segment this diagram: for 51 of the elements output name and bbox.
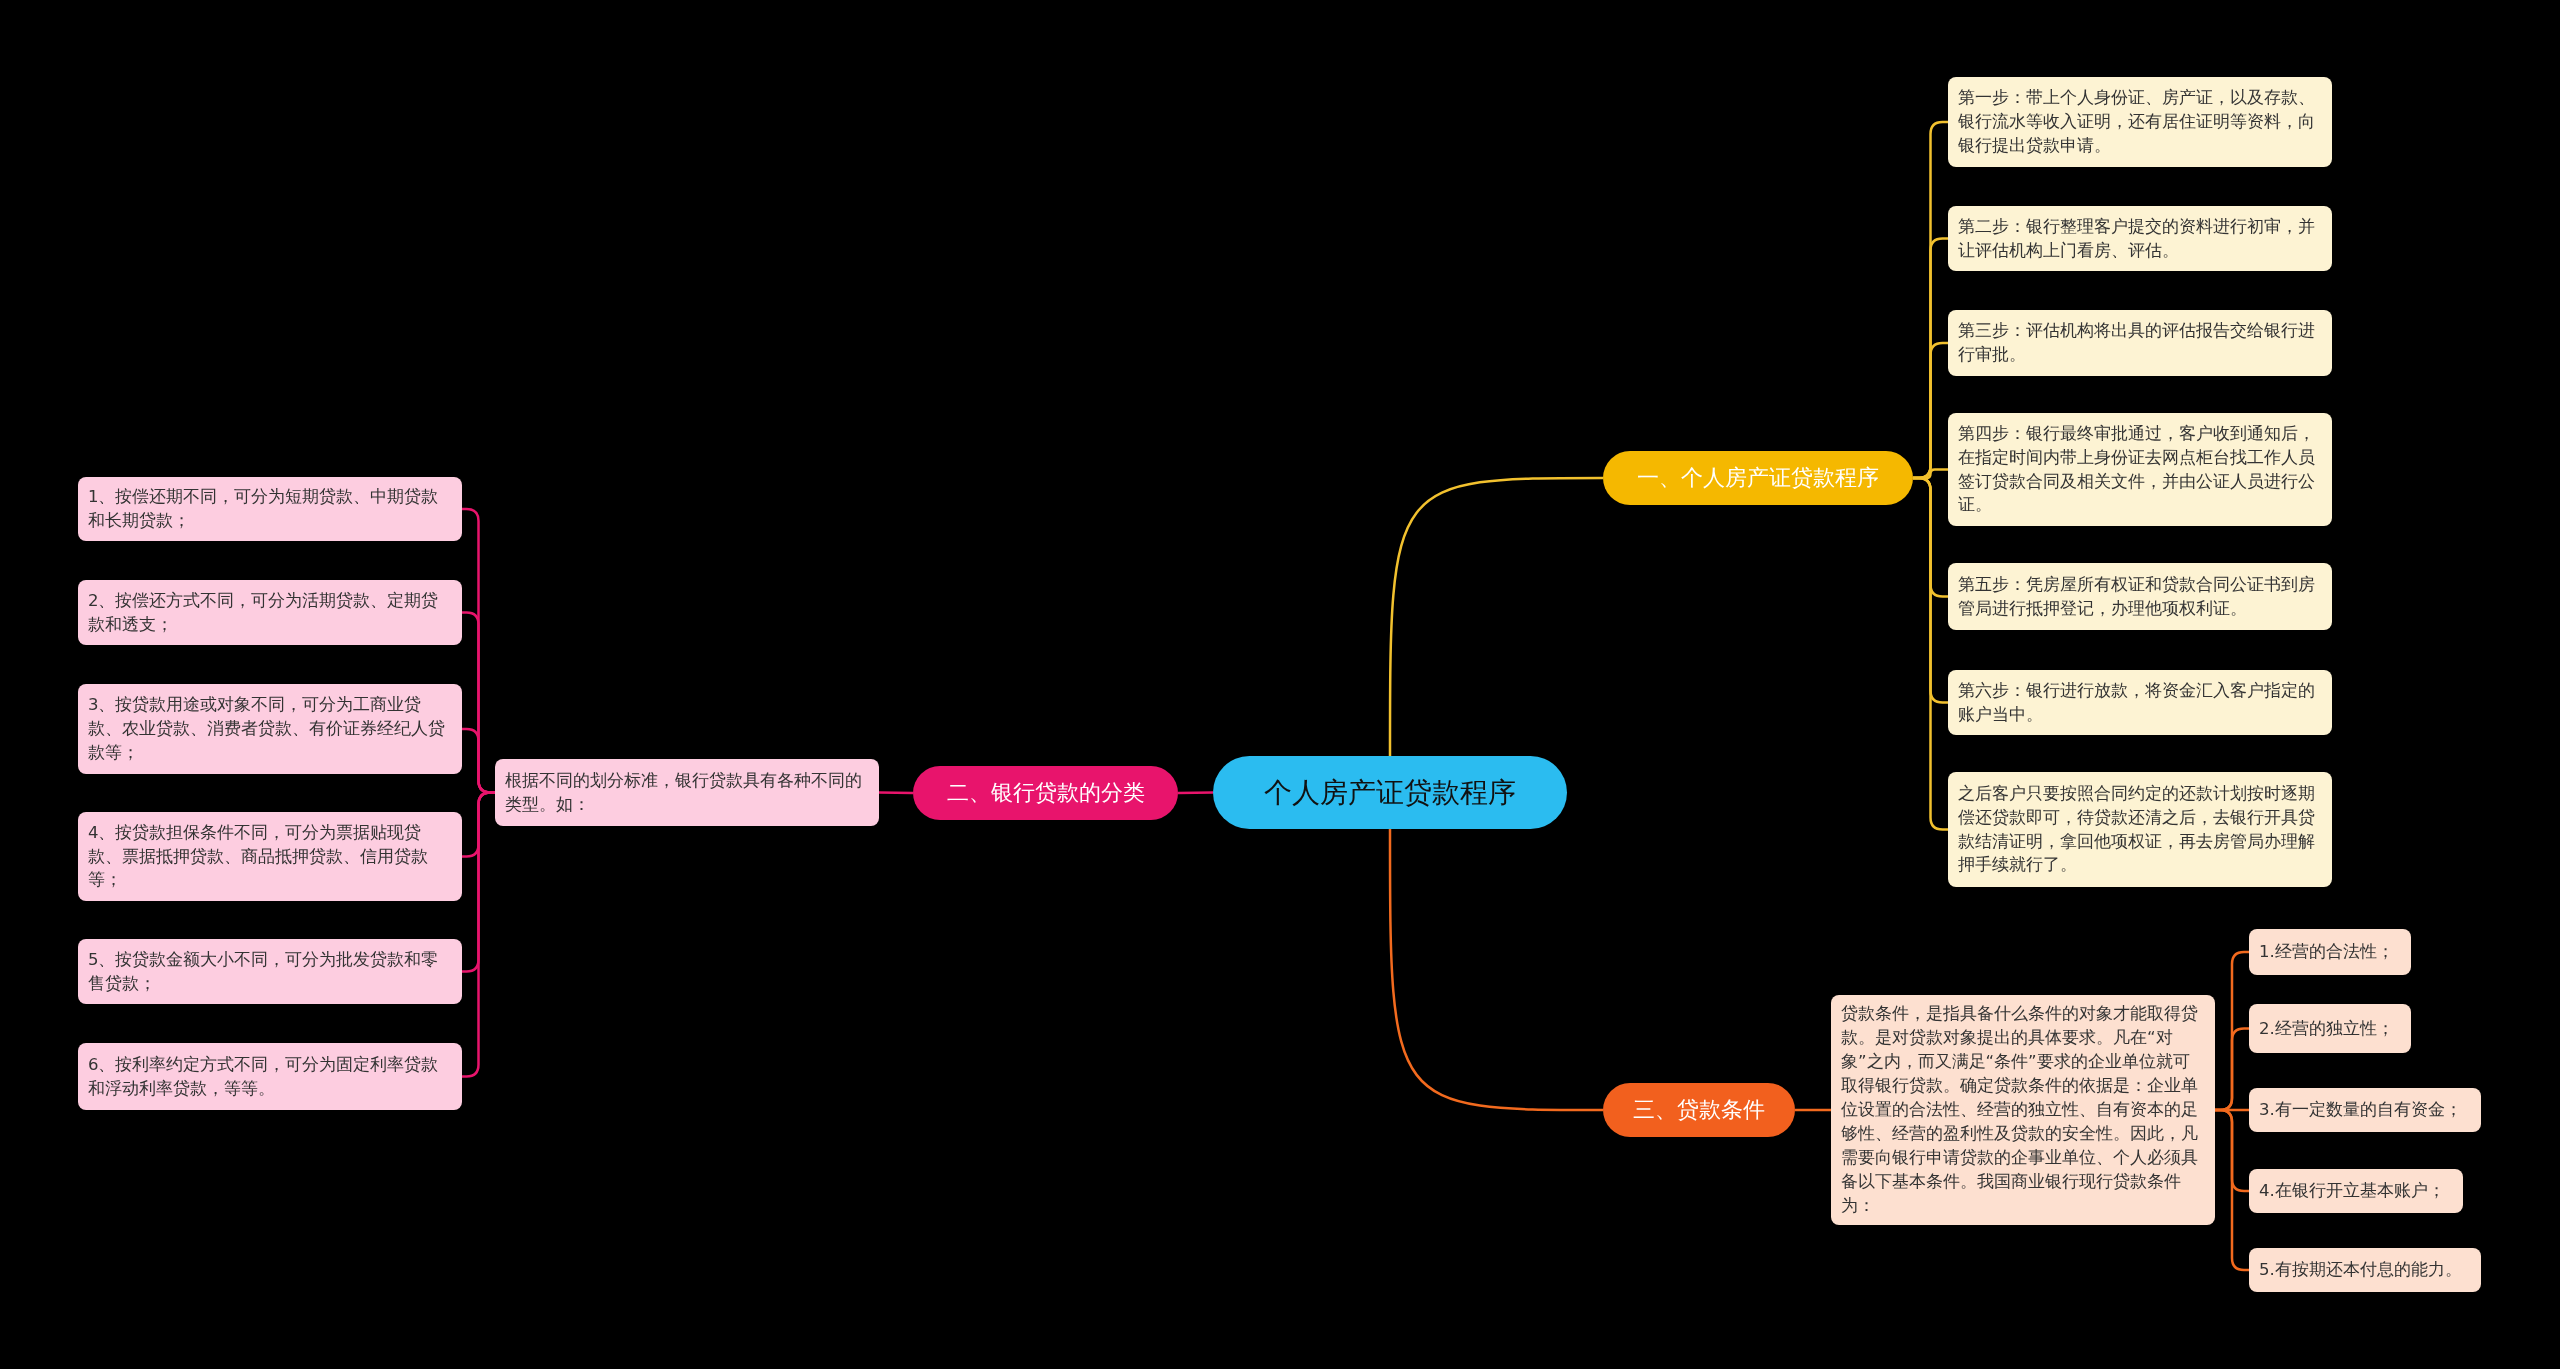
note-box [2249, 1248, 2481, 1292]
note-text: 第四步：银行最终审批通过，客户收到通知后，在指定时间内带上身份证去网点柜台找工作人员签订贷款合同及相关文件，并由公证人员进行公证。 [1958, 422, 2316, 517]
note-text: 4.在银行开立基本账户； [2259, 1180, 2445, 1203]
topic-text: 个人房产证贷款程序 [1264, 774, 1516, 811]
note-box [1948, 563, 2332, 630]
topic-text: 二、银行贷款的分类 [946, 779, 1145, 807]
note-text: 5、按贷款金额大小不同，可分为批发贷款和零售贷款； [88, 948, 440, 995]
note-box [78, 1043, 462, 1110]
note-box [78, 684, 462, 774]
note-text: 第六步：银行进行放款，将资金汇入客户指定的账户当中。 [1958, 679, 2316, 726]
note-text: 3.有一定数量的自有资金； [2259, 1099, 2462, 1122]
note-text: 第五步：凭房屋所有权证和贷款合同公证书到房管局进行抵押登记，办理他项权利证。 [1958, 573, 2316, 620]
note-box [1948, 310, 2332, 376]
connector-line [879, 791, 913, 795]
branch-topic [913, 766, 1178, 820]
note-box [1948, 413, 2332, 526]
note-box [1948, 77, 2332, 167]
note-text: 贷款条件，是指具备什么条件的对象才能取得贷款。是对贷款对象提出的具体要求。凡在“对象”之内，而又满足“条件”要求的企业单位就可取得银行贷款。确定贷款条件的依据是：企业单位设置的合法性、经营的独立性、自有资本的足够性、经营的盈利性及贷款的安全性。因此，凡需要向银行申请贷款的企事业单位、个人必须具备以下基本条件。我国商业银行现行贷款条件为： [1841, 1003, 2199, 1217]
note-box [2249, 1004, 2411, 1053]
note-text: 第一步：带上个人身份证、房产证，以及存款、银行流水等收入证明，还有居住证明等资料，向银行提出贷款申请。 [1958, 87, 2316, 157]
note-box [78, 812, 462, 901]
note-box [2249, 1088, 2481, 1132]
note-text: 1、按偿还期不同，可分为短期贷款、中期贷款和长期贷款； [88, 486, 440, 532]
note-box [78, 477, 462, 541]
branch-topic [1603, 1083, 1795, 1137]
connector-line [1178, 791, 1213, 795]
note-text: 根据不同的划分标准，银行贷款具有各种不同的类型。如： [505, 769, 863, 816]
connector-line [1795, 1108, 1831, 1112]
note-text: 2.经营的独立性； [2259, 1017, 2394, 1040]
note-text: 第二步：银行整理客户提交的资料进行初审，并让评估机构上门看房、评估。 [1958, 215, 2316, 262]
note-box [78, 939, 462, 1004]
note-box [78, 580, 462, 645]
note-text: 3、按贷款用途或对象不同，可分为工商业贷款、农业贷款、消费者贷款、有价证券经纪人贷款等； [88, 694, 446, 764]
note-box [495, 759, 879, 826]
note-box [2249, 929, 2411, 975]
note-text: 6、按利率约定方式不同，可分为固定利率贷款和浮动利率贷款，等等。 [88, 1053, 440, 1100]
connector-line [1388, 829, 1603, 1112]
note-text: 2、按偿还方式不同，可分为活期贷款、定期贷款和透支； [88, 589, 440, 636]
note-text: 1.经营的合法性； [2259, 941, 2394, 964]
note-box [2249, 1169, 2463, 1213]
note-box [1948, 772, 2332, 887]
note-text: 第三步：评估机构将出具的评估报告交给银行进行审批。 [1958, 320, 2316, 366]
branch-topic [1603, 451, 1913, 505]
note-box [1948, 206, 2332, 271]
note-text: 之后客户只要按照合同约定的还款计划按时逐期偿还贷款即可，待贷款还清之后，去银行开具贷款结清证明，拿回他项权证，再去房管局办理解押手续就行了。 [1958, 782, 2316, 877]
topic-text: 一、个人房产证贷款程序 [1637, 464, 1879, 492]
note-text: 4、按贷款担保条件不同，可分为票据贴现贷款、票据抵押贷款、商品抵押贷款、信用贷款等； [88, 821, 429, 892]
connector-line [1388, 476, 1603, 756]
topic-text: 三、贷款条件 [1633, 1096, 1765, 1124]
note-text: 5.有按期还本付息的能力。 [2259, 1259, 2462, 1282]
note-box [1948, 670, 2332, 735]
